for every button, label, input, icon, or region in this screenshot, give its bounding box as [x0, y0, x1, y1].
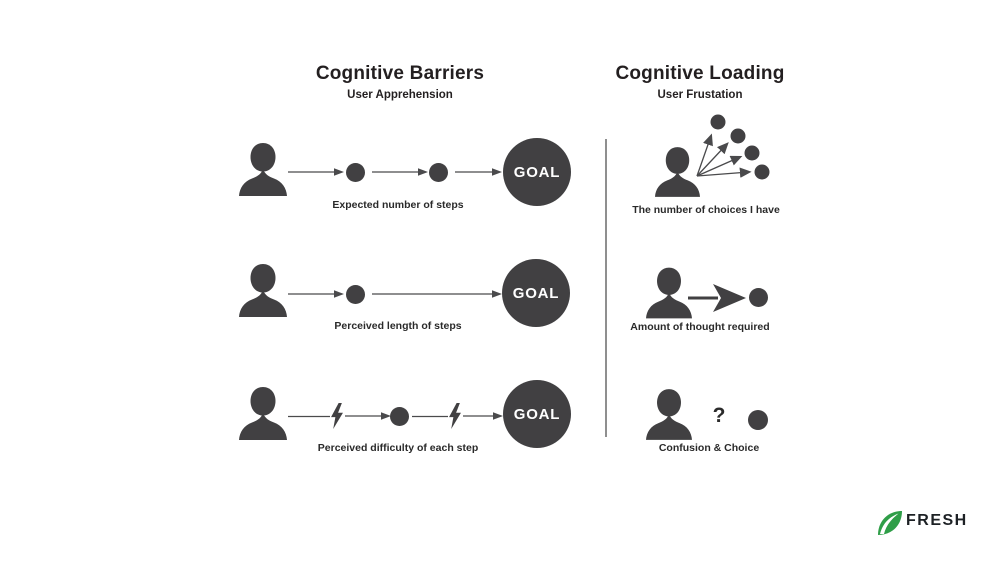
arrow-icon: [345, 412, 391, 420]
brand-name: FRESH: [906, 512, 968, 529]
person-icon: [646, 267, 692, 319]
fan-arrow: [696, 167, 752, 178]
arrow-icon: [372, 168, 428, 176]
row-label: Perceived difficulty of each step: [317, 442, 479, 454]
goal-label: GOAL: [513, 163, 561, 181]
connector-line: [412, 415, 448, 418]
question-mark: ?: [712, 404, 726, 427]
goal-label: GOAL: [512, 284, 560, 302]
person-icon: [655, 147, 700, 197]
right-section-subtitle: User Frustation: [657, 89, 743, 101]
right-section-title: Cognitive Loading: [615, 63, 785, 84]
person-icon: [239, 143, 287, 196]
choice-dot: [748, 410, 768, 430]
lightning-bolt-icon: [331, 403, 343, 429]
leaf-icon: [878, 511, 902, 535]
fan-arrow: [696, 142, 729, 177]
row-label: Confusion & Choice: [658, 442, 760, 454]
bold-arrow-icon: [688, 284, 746, 312]
choice-dot: [710, 114, 726, 130]
arrow-icon: [288, 290, 344, 298]
left-section-title: Cognitive Barriers: [315, 63, 485, 84]
thought-dot: [749, 288, 768, 307]
lightning-bolt-icon: [449, 403, 461, 429]
connector-line: [288, 415, 330, 418]
choice-dot: [744, 145, 760, 161]
arrow-icon: [288, 168, 344, 176]
choices-fan: [696, 114, 770, 180]
fan-arrow: [696, 133, 713, 177]
arrow-icon: [463, 412, 503, 420]
person-icon: [646, 389, 692, 440]
goal-circle: GOAL: [503, 380, 571, 448]
step-dot: [346, 285, 365, 304]
person-icon: [239, 264, 287, 317]
left-section-subtitle: User Apprehension: [347, 89, 453, 101]
choice-dot: [754, 164, 770, 180]
row-label: The number of choices I have: [632, 204, 780, 216]
arrow-icon: [455, 168, 502, 176]
step-dot: [429, 163, 448, 182]
goal-circle: GOAL: [503, 138, 571, 206]
goal-label: GOAL: [513, 405, 561, 423]
row-label: Amount of thought required: [630, 321, 770, 333]
row-label: Expected number of steps: [332, 199, 464, 211]
person-icon: [239, 387, 287, 440]
section-divider: [605, 139, 607, 437]
goal-circle: GOAL: [502, 259, 570, 327]
step-dot: [346, 163, 365, 182]
arrow-icon: [372, 290, 502, 298]
row-label: Perceived length of steps: [334, 320, 462, 332]
fan-arrow: [696, 155, 743, 177]
choice-dot: [730, 128, 746, 144]
step-dot: [390, 407, 409, 426]
